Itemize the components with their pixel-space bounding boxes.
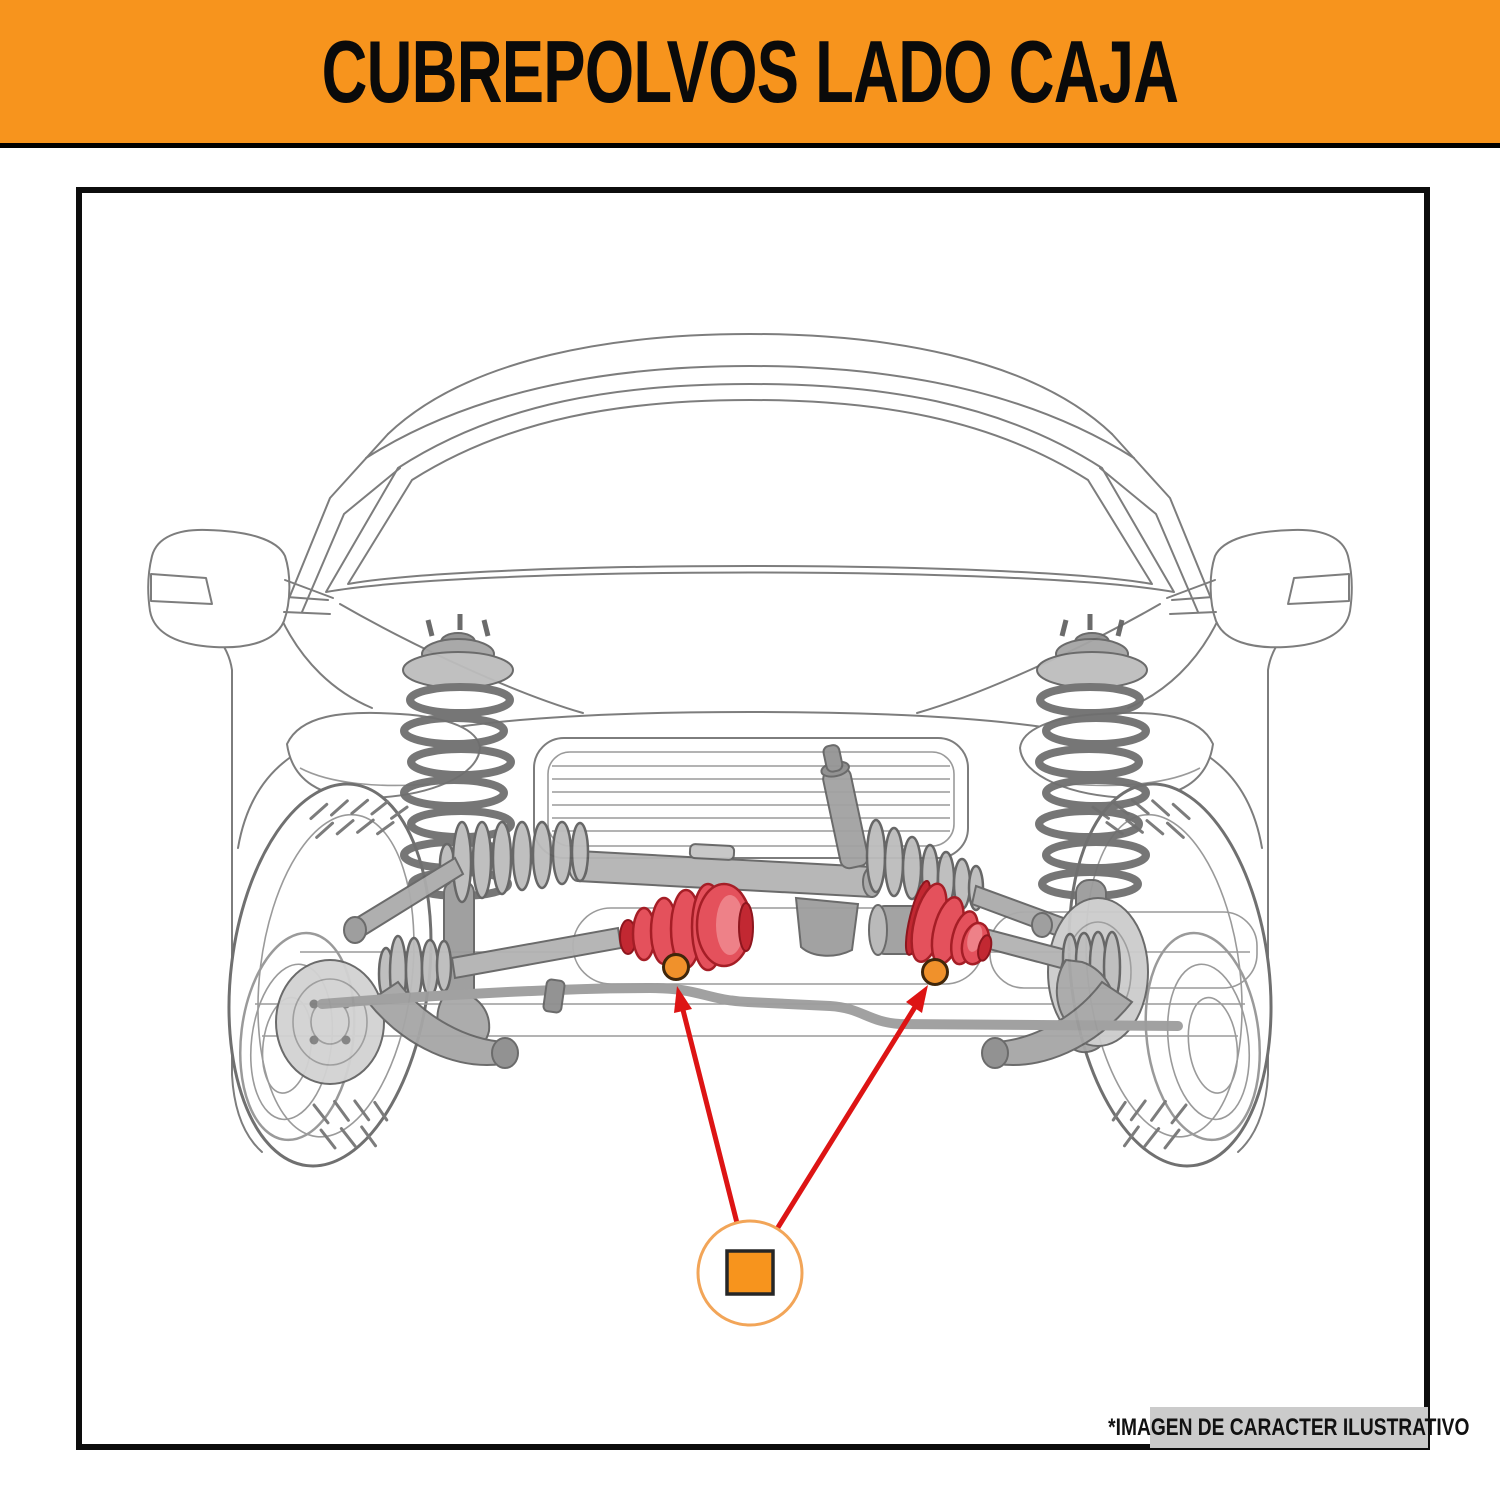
page-title: CUBREPOLVOS LADO CAJA [321,21,1179,121]
header-underline [0,143,1500,148]
footer-note-text: *IMAGEN DE CARACTER ILUSTRATIVO [1108,1413,1470,1441]
illustration-frame [76,187,1430,1450]
footer-note: *IMAGEN DE CARACTER ILUSTRATIVO [1108,1407,1470,1448]
header-band: CUBREPOLVOS LADO CAJA [0,0,1500,143]
